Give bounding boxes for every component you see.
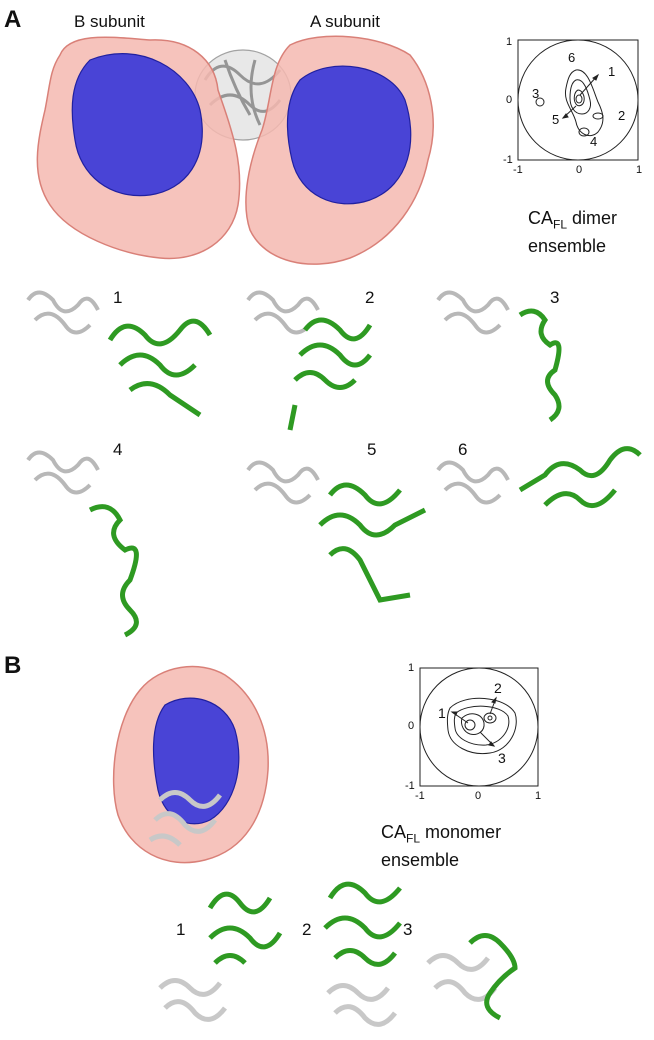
dimer-ensemble-structures bbox=[26, 290, 642, 638]
dimer-peak-5: 5 bbox=[552, 112, 560, 127]
dimer-ytick-top: 1 bbox=[506, 36, 513, 48]
dimer-structure-3-label: 3 bbox=[550, 288, 560, 307]
dimer-structure-1 bbox=[26, 290, 213, 418]
monomer-xtick-right: 1 bbox=[535, 790, 542, 802]
monomer-ensemble-structures bbox=[158, 881, 518, 1027]
dimer-structure-5 bbox=[246, 460, 427, 603]
a-subunit-label: A subunit bbox=[310, 12, 380, 31]
monomer-xtick-left: -1 bbox=[415, 790, 425, 802]
monomer-peak-3: 3 bbox=[498, 750, 506, 766]
dimer-peak-3: 3 bbox=[532, 86, 540, 101]
dimer-xtick-left: -1 bbox=[513, 164, 523, 176]
monomer-contour-plot bbox=[419, 667, 539, 787]
monomer-structure-3-label: 3 bbox=[403, 920, 413, 939]
b-subunit-label: B subunit bbox=[74, 12, 145, 31]
dimer-envelope-illustration bbox=[36, 35, 434, 265]
monomer-ytick-mid: 0 bbox=[408, 720, 415, 732]
panel-a-letter: A bbox=[4, 6, 22, 33]
monomer-xtick-mid: 0 bbox=[475, 790, 482, 802]
monomer-ntd-grey bbox=[148, 790, 222, 847]
monomer-peak-2: 2 bbox=[494, 680, 502, 696]
dimer-xtick-mid: 0 bbox=[576, 164, 583, 176]
a-subunit-core bbox=[286, 65, 412, 205]
dimer-peak-1: 1 bbox=[608, 64, 616, 79]
monomer-structure-1-label: 1 bbox=[176, 920, 186, 939]
monomer-ytick-top: 1 bbox=[408, 662, 415, 674]
dimer-caption: CAFL dimer ensemble bbox=[528, 208, 618, 256]
monomer-ytick-bottom: -1 bbox=[405, 780, 415, 792]
dimer-peak-6: 6 bbox=[568, 50, 576, 65]
monomer-peak-1: 1 bbox=[438, 705, 446, 721]
panel-b-letter: B bbox=[4, 652, 22, 679]
dimer-structure-2-label: 2 bbox=[365, 288, 375, 307]
monomer-structure-1 bbox=[158, 891, 283, 1022]
dimer-peak-4: 4 bbox=[590, 134, 598, 149]
dimer-ytick-bottom: -1 bbox=[503, 154, 513, 166]
dimer-structure-2 bbox=[246, 290, 373, 431]
monomer-structure-3 bbox=[426, 933, 518, 1021]
monomer-structure-2 bbox=[323, 881, 402, 1027]
dimer-contour-plot bbox=[517, 39, 639, 161]
dimer-peak-2: 2 bbox=[618, 108, 626, 123]
dimer-xtick-right: 1 bbox=[636, 164, 643, 176]
dimer-ytick-mid: 0 bbox=[506, 94, 513, 106]
dimer-structure-3 bbox=[436, 290, 562, 423]
monomer-structure-2-label: 2 bbox=[302, 920, 312, 939]
dimer-structure-4 bbox=[26, 450, 139, 638]
monomer-caption: CAFL monomer ensemble bbox=[381, 822, 502, 870]
b-subunit-core bbox=[71, 53, 203, 197]
dimer-structure-1-label: 1 bbox=[113, 288, 123, 307]
monomer-envelope-illustration bbox=[112, 665, 269, 864]
dimer-structure-6 bbox=[436, 446, 642, 509]
dimer-structure-6-label: 6 bbox=[458, 440, 468, 459]
dimer-structure-4-label: 4 bbox=[113, 440, 123, 459]
dimer-structure-5-label: 5 bbox=[367, 440, 377, 459]
